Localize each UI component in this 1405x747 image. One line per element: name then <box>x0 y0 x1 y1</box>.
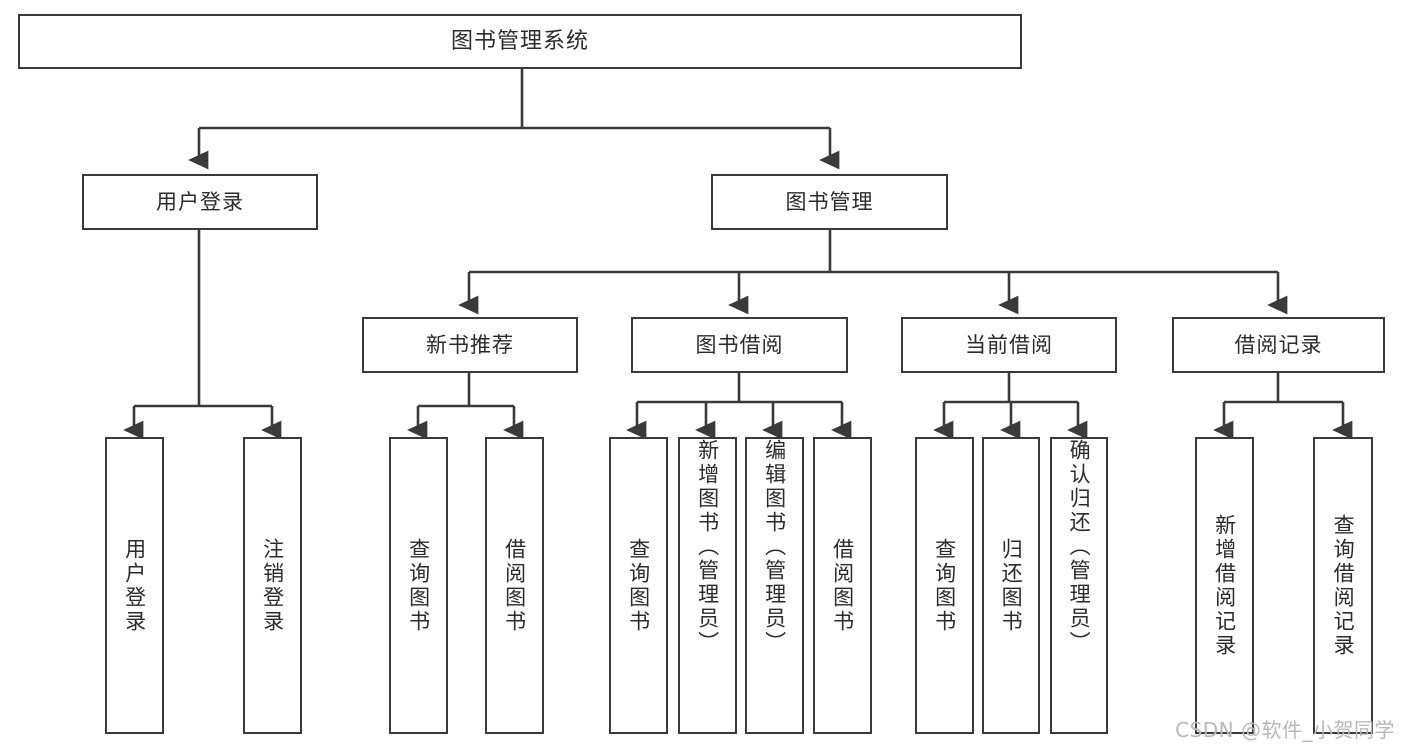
node-user-login-label: 用户登录 <box>156 189 244 214</box>
node-leaf-user-login-label: 用户登录 <box>122 537 147 634</box>
node-book-management-label: 图书管理 <box>785 189 874 214</box>
node-leaf-add-book-admin[interactable]: 新增图书（管理员） <box>678 437 737 734</box>
node-leaf-return-book[interactable]: 归还图书 <box>982 437 1040 734</box>
node-leaf-return-book-label: 归还图书 <box>999 537 1024 634</box>
node-user-login[interactable]: 用户登录 <box>82 174 318 230</box>
node-borrow-record-label: 借阅记录 <box>1234 332 1323 357</box>
node-leaf-borrow-book-new-label: 借阅图书 <box>502 537 527 634</box>
node-leaf-query-book-borrow[interactable]: 查询图书 <box>609 437 668 734</box>
node-book-borrow[interactable]: 图书借阅 <box>631 317 848 373</box>
node-new-book-recommendation-label: 新书推荐 <box>426 332 514 357</box>
node-borrow-record[interactable]: 借阅记录 <box>1172 317 1385 373</box>
node-leaf-query-book-current-label: 查询图书 <box>932 537 957 634</box>
node-leaf-query-borrow-record[interactable]: 查询借阅记录 <box>1313 437 1373 734</box>
node-leaf-query-book-new[interactable]: 查询图书 <box>389 437 448 734</box>
node-leaf-add-borrow-record[interactable]: 新增借阅记录 <box>1195 437 1254 734</box>
node-leaf-edit-book-admin-label: 编辑图书（管理员） <box>762 439 787 655</box>
node-leaf-borrow-book-label: 借阅图书 <box>830 537 855 634</box>
node-book-borrow-label: 图书借阅 <box>695 332 784 357</box>
node-leaf-edit-book-admin[interactable]: 编辑图书（管理员） <box>745 437 804 734</box>
node-root-system[interactable]: 图书管理系统 <box>18 14 1022 69</box>
node-leaf-logout-label: 注销登录 <box>260 537 285 634</box>
node-leaf-query-book-new-label: 查询图书 <box>406 537 431 634</box>
node-current-borrow-label: 当前借阅 <box>965 332 1053 357</box>
node-book-management[interactable]: 图书管理 <box>711 174 948 230</box>
node-current-borrow[interactable]: 当前借阅 <box>901 317 1117 373</box>
node-leaf-confirm-return-admin-label: 确认归还（管理员） <box>1067 439 1092 655</box>
node-leaf-confirm-return-admin[interactable]: 确认归还（管理员） <box>1050 437 1108 734</box>
node-leaf-query-book-current[interactable]: 查询图书 <box>915 437 974 734</box>
node-leaf-borrow-book-new[interactable]: 借阅图书 <box>485 437 544 734</box>
node-root-system-label: 图书管理系统 <box>450 28 589 54</box>
node-leaf-user-login[interactable]: 用户登录 <box>105 437 164 734</box>
node-leaf-borrow-book[interactable]: 借阅图书 <box>813 437 872 734</box>
node-leaf-add-book-admin-label: 新增图书（管理员） <box>695 439 720 655</box>
node-new-book-recommendation[interactable]: 新书推荐 <box>362 317 578 373</box>
node-leaf-logout[interactable]: 注销登录 <box>243 437 302 734</box>
node-leaf-query-borrow-record-label: 查询借阅记录 <box>1331 513 1356 658</box>
node-leaf-query-book-borrow-label: 查询图书 <box>626 537 651 634</box>
node-leaf-add-borrow-record-label: 新增借阅记录 <box>1212 513 1237 658</box>
watermark-text: CSDN @软件_小贺同学 <box>1175 718 1395 742</box>
